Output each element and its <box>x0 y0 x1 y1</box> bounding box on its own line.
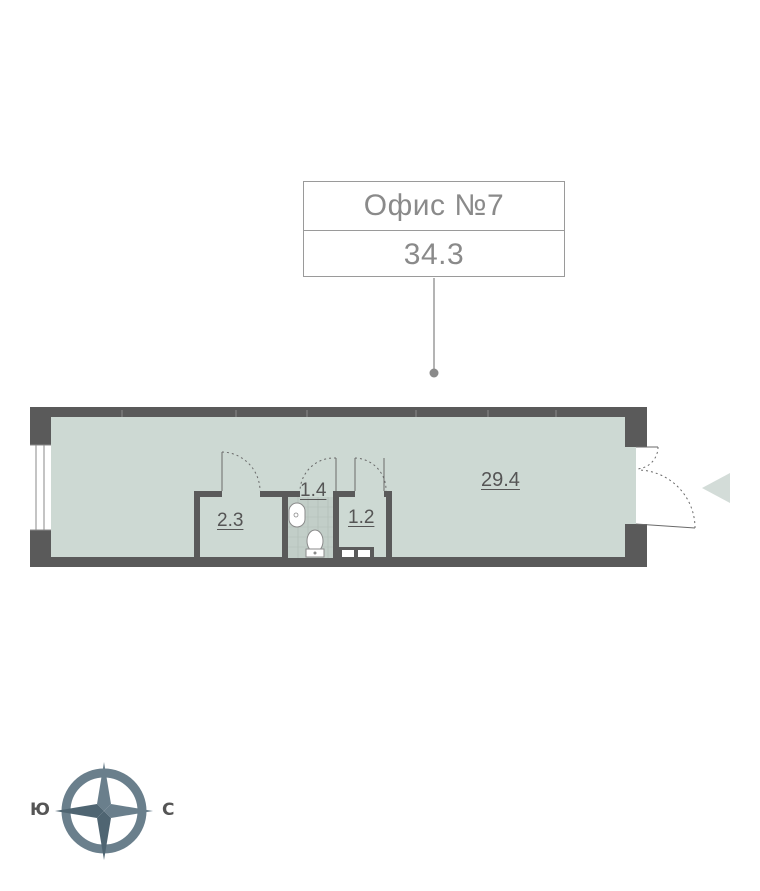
compass-north-label: С <box>162 800 175 820</box>
door-swings <box>221 451 387 492</box>
office-total-area: 34.3 <box>403 238 465 271</box>
label-pointer-dot <box>429 368 439 378</box>
top-window-marks <box>121 410 557 417</box>
office-title: Офис №7 <box>304 182 564 231</box>
compass-south-label: Ю <box>30 800 50 820</box>
room-area-main: 29.4 <box>481 469 520 491</box>
room-area-storage: 2.3 <box>217 510 244 531</box>
left-window <box>30 445 51 530</box>
room-area-utility: 1.2 <box>348 507 375 528</box>
sink-icon <box>288 502 306 528</box>
entrance-door-swings <box>635 446 696 529</box>
room-area-bathroom: 1.4 <box>300 480 327 501</box>
compass-rose-icon <box>55 762 153 860</box>
office-label-box: Офис №7 34.3 <box>303 181 565 277</box>
main-floor <box>51 417 636 557</box>
toilet-icon <box>305 529 325 558</box>
entrance-arrow-icon <box>702 473 730 503</box>
utility-room-walls <box>339 491 392 558</box>
storage-room-walls <box>194 491 288 558</box>
